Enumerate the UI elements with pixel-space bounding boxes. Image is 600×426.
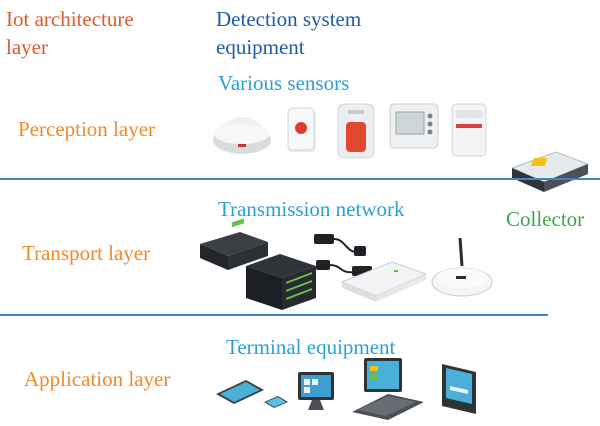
laptop-icon (352, 358, 424, 420)
header-equipment-line2: equipment (216, 35, 305, 59)
section-network-label: Transmission network (218, 197, 405, 221)
header-architecture-line1: Iot architecture (6, 7, 134, 31)
perception-transport-divider (0, 178, 600, 180)
monitor-icon (298, 372, 334, 410)
sensors-group (213, 103, 487, 159)
siren-sensor-icon (337, 103, 375, 159)
thermostat-panel-icon (389, 103, 439, 149)
cable-adapter-icon (314, 234, 372, 276)
data-collector-icon (510, 151, 590, 192)
alarm-button-icon (287, 107, 316, 152)
phone-icon (264, 396, 288, 408)
server-rack-icon (246, 254, 316, 310)
pos-terminal-icon (442, 364, 476, 414)
section-sensors-label: Various sensors (218, 71, 350, 95)
transport-layer-label: Transport layer (22, 241, 151, 265)
terminal-devices-group (216, 358, 476, 420)
wifi-router-icon (431, 237, 493, 297)
tablet-icon (216, 380, 264, 404)
network-devices-group (200, 218, 493, 310)
motion-sensor-icon (451, 103, 487, 157)
transport-application-divider (0, 314, 548, 316)
collector-label: Collector (506, 207, 585, 231)
header-architecture-line2: layer (6, 35, 48, 59)
application-layer-label: Application layer (24, 367, 171, 391)
network-switch-icon (200, 218, 268, 270)
header-equipment-line1: Detection system (216, 7, 362, 31)
router-icon (340, 261, 428, 302)
section-terminal-label: Terminal equipment (226, 335, 396, 359)
perception-layer-label: Perception layer (18, 117, 156, 141)
smoke-detector-icon (213, 117, 271, 154)
